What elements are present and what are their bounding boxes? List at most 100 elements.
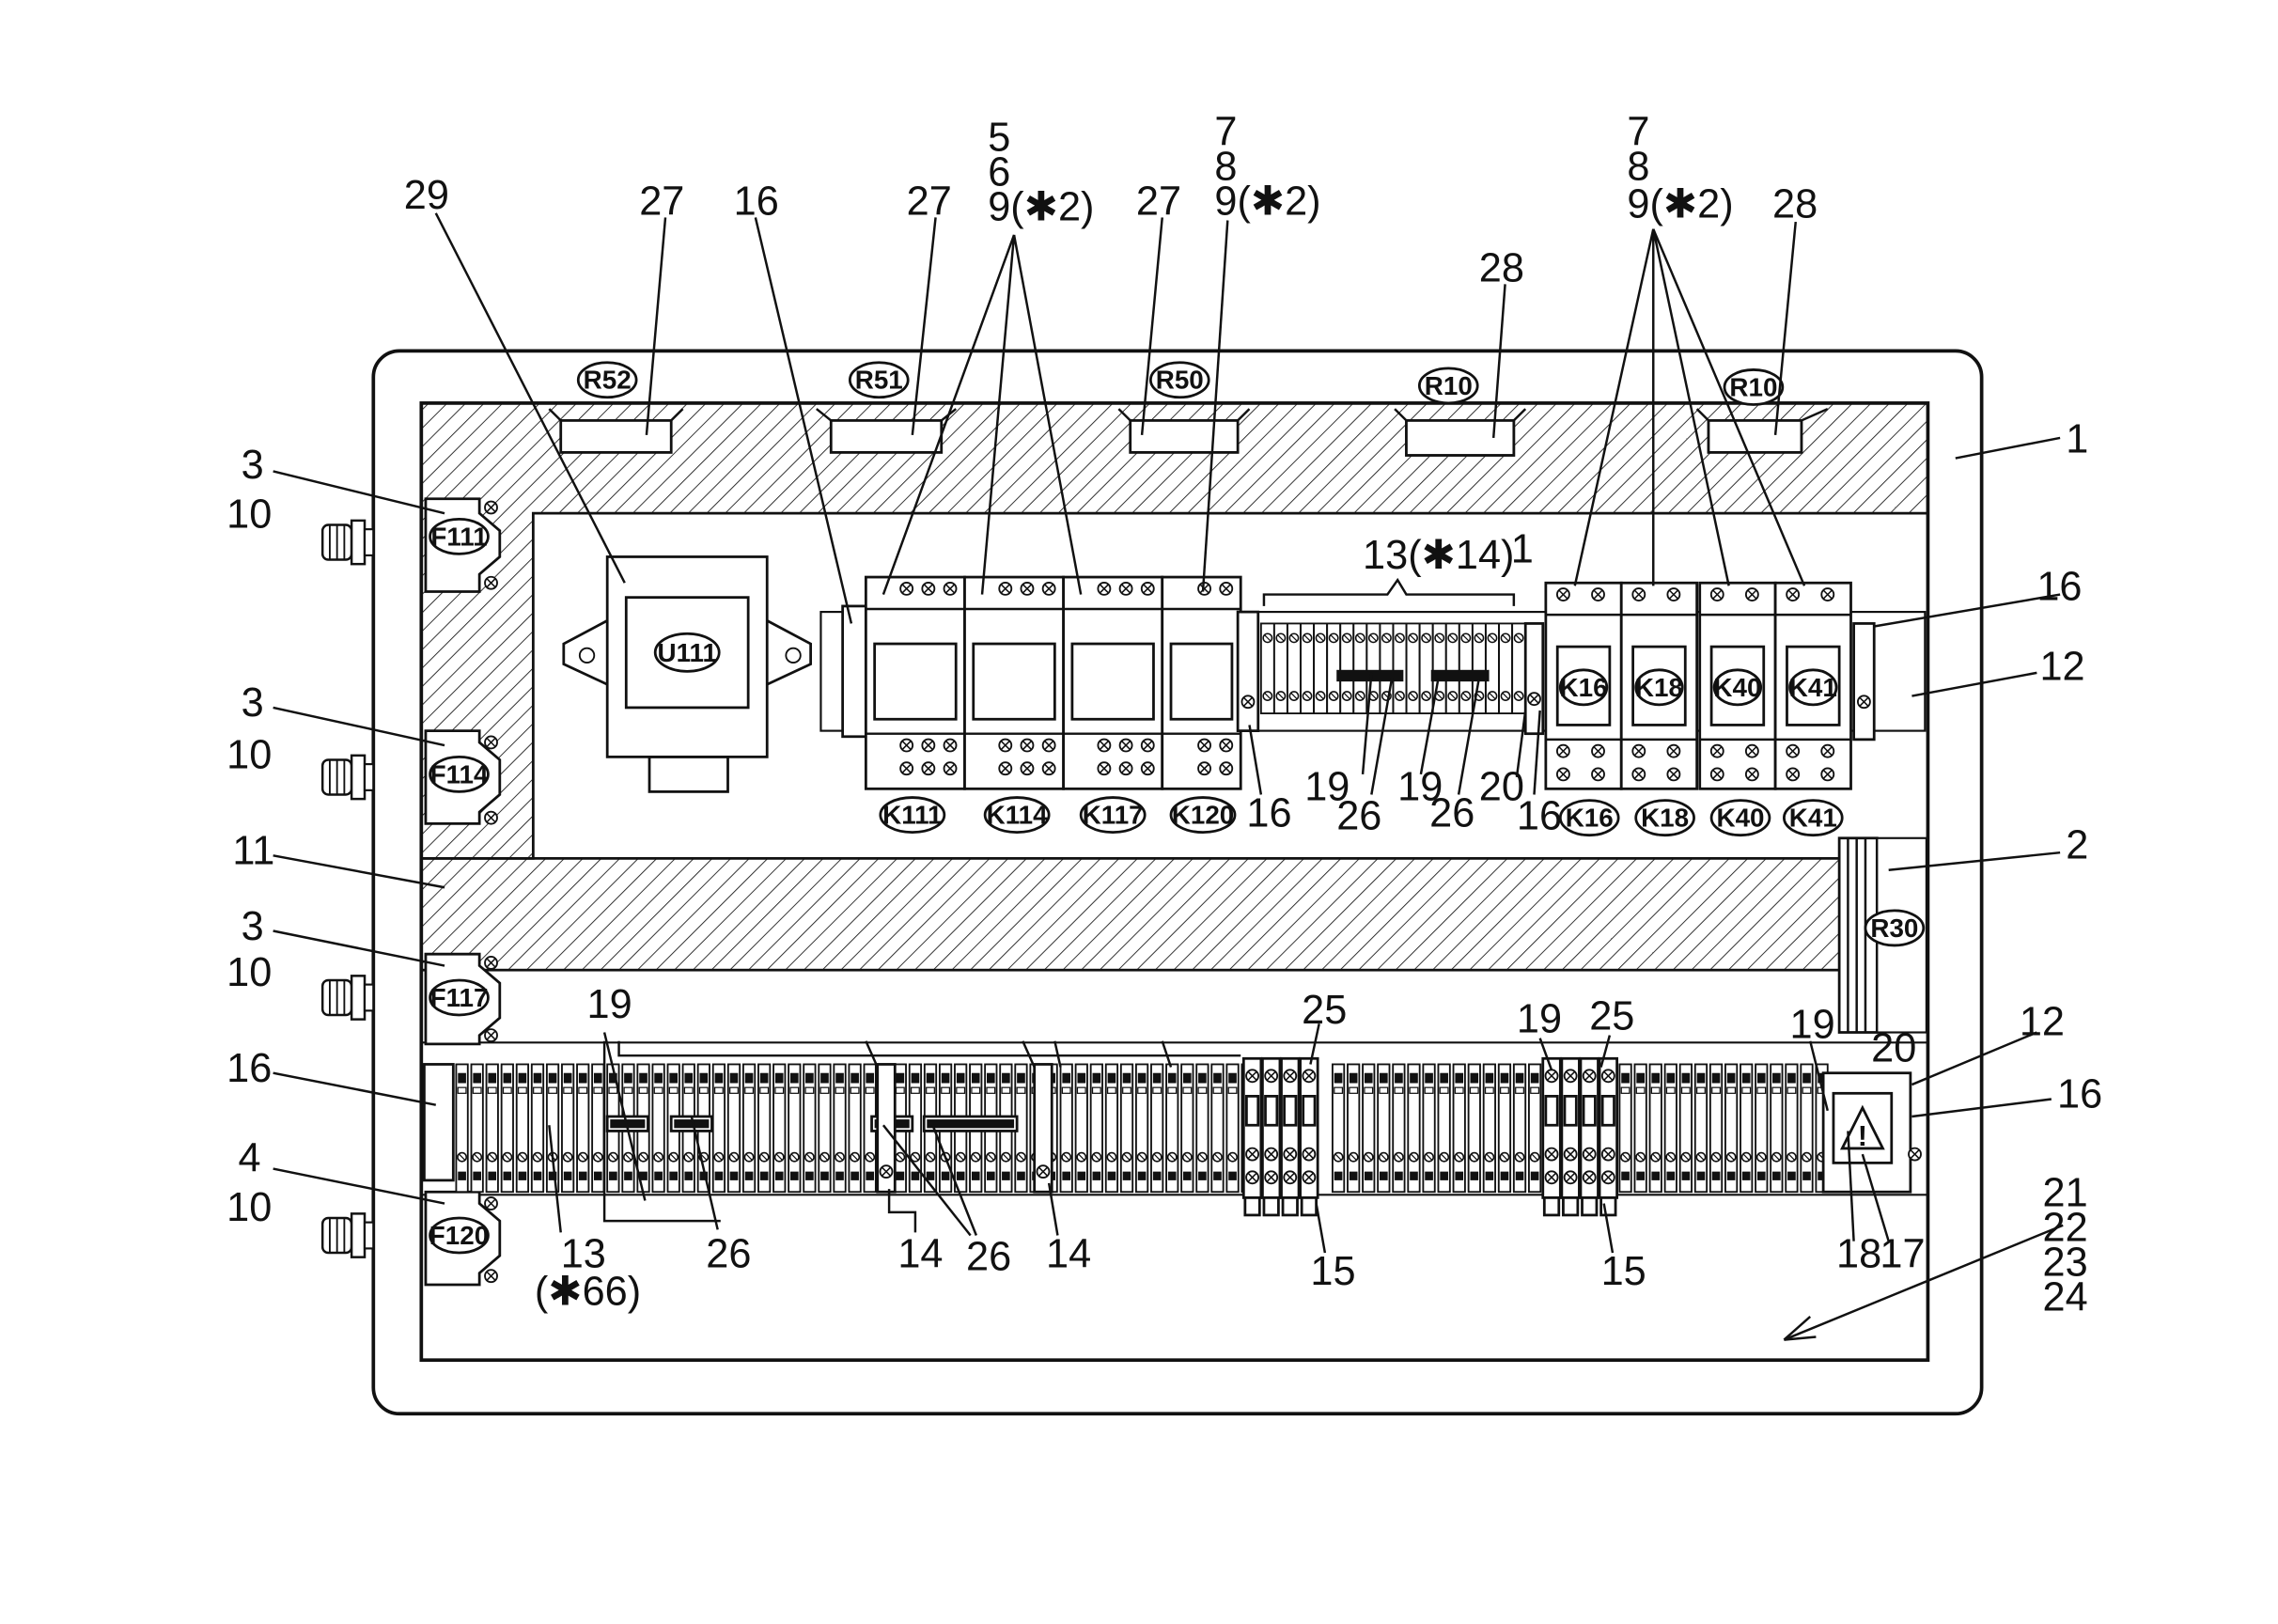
middle-cable-duct — [419, 856, 1844, 972]
callout-16-left-bottom: 16 — [226, 1046, 272, 1091]
tag-k114: K114 — [987, 801, 1048, 830]
cable-gland-3 — [320, 975, 375, 1021]
tag-k120: K120 — [1172, 801, 1234, 830]
callout-9-a: 9(✱2) — [988, 185, 1094, 230]
callout-13-bottom: 13 — [561, 1231, 606, 1276]
tag-k18-below: K18 — [1641, 804, 1689, 833]
contactor-group-left — [864, 575, 1242, 790]
resistor-r50: R50 — [1117, 361, 1251, 454]
callout-3-c: 3 — [242, 904, 264, 949]
callout-3-b: 3 — [242, 680, 264, 726]
resistor-r51: R51 — [816, 361, 957, 454]
transformer-u111: U111 — [562, 555, 813, 793]
resistor-r52: R52 — [548, 361, 684, 454]
callout-2: 2 — [2066, 822, 2088, 867]
tag-k40: K40 — [1713, 673, 1761, 702]
callout-26-d: 26 — [966, 1235, 1011, 1280]
callout-26-b: 26 — [1429, 790, 1474, 835]
tag-r50-label: R50 — [1156, 366, 1204, 395]
callout-19-b: 19 — [1397, 765, 1443, 810]
callout-8-b: 8 — [1627, 144, 1649, 189]
cable-gland-1 — [320, 519, 375, 566]
contactor-1 — [963, 575, 1066, 790]
callout-5: 5 — [988, 115, 1010, 160]
contactor-tags: K111 K114 K117 K120 K16 K18 K40 K41 — [879, 796, 1844, 837]
resistor-r30: R30 — [1837, 836, 1927, 1034]
callout-14-a: 14 — [897, 1231, 943, 1276]
callout-27-a: 27 — [639, 179, 684, 224]
tag-k16: K16 — [1560, 673, 1608, 702]
callout-29: 29 — [404, 173, 449, 218]
fuse-f114: F114 — [424, 729, 502, 825]
callout-10-b: 10 — [226, 733, 272, 778]
callout-18: 18 — [1836, 1231, 1881, 1276]
callout-11: 11 — [232, 829, 274, 874]
terminal-group-lower — [455, 1056, 1829, 1217]
fuse-f120: F120 — [424, 1190, 502, 1287]
tag-f117: F117 — [430, 983, 489, 1012]
callout-9-c: 9(✱2) — [1627, 181, 1733, 226]
callout-13-count: (✱66) — [535, 1270, 641, 1315]
tag-k40-below: K40 — [1717, 804, 1765, 833]
tag-r50 — [1148, 361, 1210, 399]
contactor-right-3: K41 — [1773, 581, 1852, 790]
callout-15-a: 15 — [1310, 1249, 1355, 1294]
callout-16-right-top: 16 — [2036, 565, 2082, 610]
tag-k41-below: K41 — [1789, 804, 1837, 833]
contactor-3 — [1161, 575, 1242, 790]
callout-9-b: 9(✱2) — [1214, 179, 1320, 224]
callout-26-c: 26 — [706, 1231, 751, 1276]
callout-21: 21 — [2043, 1171, 2088, 1216]
tag-f120: F120 — [429, 1221, 489, 1250]
tag-f114: F114 — [430, 759, 489, 789]
contactor-right-0: K16 — [1544, 581, 1623, 790]
callout-4: 4 — [239, 1136, 261, 1181]
terminal-group-upper — [1236, 610, 1545, 736]
callout-7-b: 7 — [1627, 109, 1649, 154]
contactor-right-1: K18 — [1619, 581, 1699, 790]
cable-gland-2 — [320, 754, 375, 801]
tag-k117: K117 — [1083, 801, 1144, 830]
fuse-f111: F111 — [424, 497, 502, 593]
tag-r10-right-label: R10 — [1729, 372, 1777, 401]
callout-16-b: 16 — [1517, 794, 1562, 839]
tag-k16-below: K16 — [1566, 804, 1614, 833]
callout-13-top: 13(✱14) — [1363, 533, 1514, 578]
callout-14-b: 14 — [1046, 1231, 1091, 1276]
callout-19-e: 19 — [1790, 1003, 1835, 1048]
callout-labels: 29 27 16 27 5 6 9(✱2) 27 7 8 9(✱2) 28 7 … — [226, 109, 2102, 1320]
callout-28-a: 28 — [1479, 245, 1524, 290]
callout-10-c: 10 — [226, 950, 272, 995]
tag-k111: K111 — [882, 801, 942, 830]
callout-1-mid: 1 — [1511, 527, 1534, 572]
fuse-terminal-block — [1541, 1056, 1618, 1217]
callout-16-top: 16 — [734, 179, 779, 224]
leader-lines — [273, 212, 2064, 1341]
warning-module: ! — [1821, 1071, 1922, 1194]
callout-1-right: 1 — [2066, 416, 2088, 461]
callout-8-a: 8 — [1214, 144, 1237, 189]
tag-u111: U111 — [658, 638, 717, 667]
callout-27-b: 27 — [907, 179, 952, 224]
callout-25-a: 25 — [1302, 988, 1347, 1033]
callout-28-b: 28 — [1772, 181, 1818, 226]
callout-25-b: 25 — [1589, 993, 1634, 1038]
callout-17: 17 — [1880, 1231, 1925, 1276]
callout-23: 23 — [2043, 1241, 2088, 1286]
tag-r30: R30 — [1870, 914, 1918, 943]
callout-26-a: 26 — [1336, 794, 1381, 839]
contactor-2 — [1062, 575, 1164, 790]
tag-k41: K41 — [1789, 673, 1837, 702]
contactor-right-2: K40 — [1698, 581, 1777, 790]
callout-27-c: 27 — [1136, 179, 1181, 224]
warning-bolt-icon: ! — [1858, 1119, 1867, 1152]
fuse-f117: F117 — [424, 952, 502, 1046]
tag-r10-left-label: R10 — [1425, 371, 1473, 400]
callout-3-a: 3 — [242, 443, 264, 488]
tag-r52-label: R52 — [584, 366, 632, 395]
contactor-0 — [864, 575, 966, 790]
tag-r52 — [576, 361, 638, 399]
tag-r10-left — [1417, 367, 1479, 405]
callout-24: 24 — [2043, 1275, 2088, 1320]
